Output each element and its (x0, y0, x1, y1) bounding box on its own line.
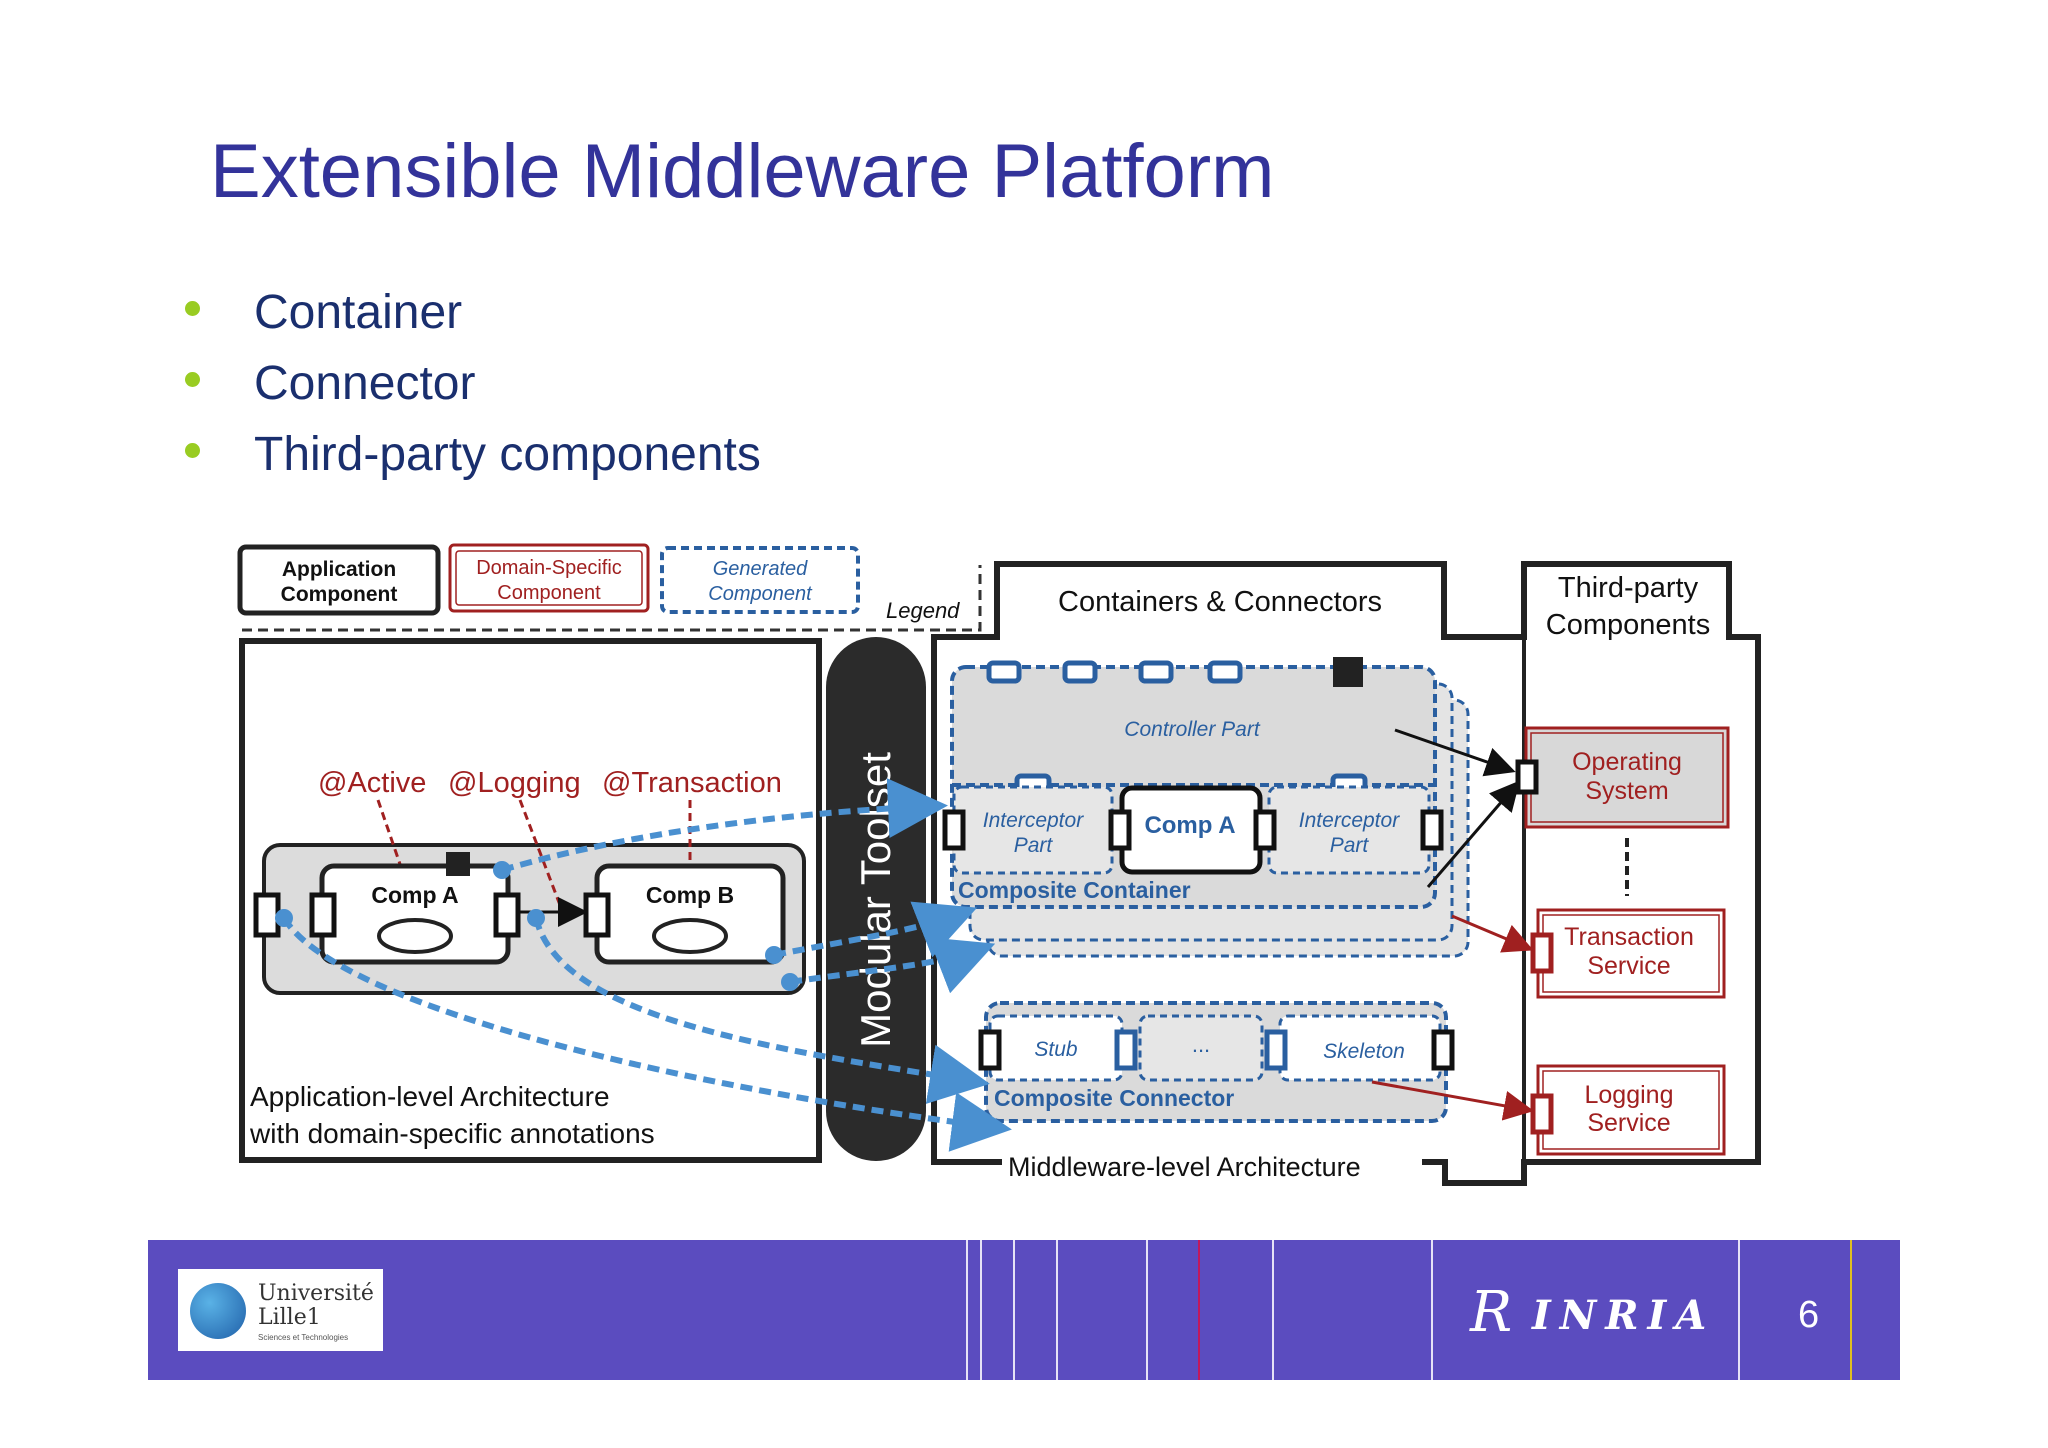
app-comp-a-label: Comp A (371, 882, 458, 908)
app-caption-line2: with domain-specific annotations (249, 1118, 655, 1149)
logging-line2: Service (1587, 1109, 1670, 1137)
university-name: Université (258, 1281, 374, 1306)
composite-connector-label: Composite Connector (994, 1085, 1234, 1111)
third-party-header-line1: Third-party (1558, 572, 1699, 604)
interceptor-right-line2: Part (1330, 834, 1370, 857)
legend-label: Legend (886, 598, 960, 623)
legend-domain-box (448, 543, 650, 613)
modular-toolset: Modular Toolset (826, 637, 926, 1161)
interceptor-right-line1: Interceptor (1299, 809, 1400, 832)
connector-ellipsis: ... (1192, 1032, 1210, 1057)
generation-arrows (281, 778, 1012, 1152)
legend-application-box (237, 544, 441, 616)
os-line2: System (1585, 777, 1668, 805)
third-party-header-line2: Components (1546, 609, 1710, 641)
composite-container-label: Composite Container (958, 877, 1191, 903)
legend-application-line2: Component (281, 583, 398, 606)
bullet-text: Third-party components (254, 428, 761, 481)
composite-container: Controller Part Interceptor Part Interce… (942, 657, 1470, 958)
third-party-components: Operating System Transaction Service Log… (1515, 726, 1730, 1156)
annotation-transaction: @Transaction (602, 767, 782, 799)
universite-lille1-logo: Université Lille1 Sciences et Technologi… (178, 1269, 383, 1351)
composite-connector: Stub ... Skeleton Composite Connector Mi… (978, 1001, 1455, 1182)
transaction-line2: Service (1587, 952, 1670, 980)
skeleton-label: Skeleton (1323, 1040, 1405, 1063)
bullet-text: Container (254, 286, 463, 339)
bullet-dot-icon (185, 372, 200, 387)
inria-mark-icon: R (1470, 1280, 1513, 1345)
app-caption-line1: Application-level Architecture (250, 1081, 610, 1112)
slide-title: Extensible Middleware Platform (210, 129, 1275, 214)
university-campus: Lille1 (258, 1305, 321, 1330)
controller-part-label: Controller Part (1124, 718, 1261, 741)
globe-icon (190, 1283, 246, 1339)
app-comp-b-label: Comp B (646, 882, 734, 908)
footer-bar: Université Lille1 Sciences et Technologi… (148, 1240, 1900, 1380)
application-panel: @Active @Logging @Transaction Comp A Com… (239, 638, 822, 1163)
container-comp-a-label: Comp A (1144, 812, 1235, 839)
legend-generated-line2: Component (708, 583, 813, 605)
legend: Application Component Domain-Specific Co… (237, 543, 982, 632)
transaction-line1: Transaction (1564, 923, 1694, 951)
bullet-dot-icon (185, 301, 200, 316)
bullet-text: Connector (254, 357, 476, 410)
logging-line1: Logging (1585, 1081, 1674, 1109)
inria-logo: R INRIA (1470, 1278, 1706, 1345)
middleware-header: Containers & Connectors (1058, 586, 1382, 618)
annotation-active: @Active (318, 767, 426, 799)
bullet-dot-icon (185, 443, 200, 458)
annotation-logging: @Logging (448, 767, 581, 799)
toolset-label: Modular Toolset (852, 752, 899, 1048)
interceptor-left-line1: Interceptor (983, 809, 1084, 832)
legend-generated-box (660, 546, 860, 614)
interceptor-left-line2: Part (1014, 834, 1054, 857)
middleware-caption: Middleware-level Architecture (1008, 1152, 1361, 1182)
page-number: 6 (1798, 1294, 1820, 1336)
legend-domain-line2: Component (497, 582, 601, 604)
university-subtitle: Sciences et Technologies (258, 1333, 349, 1342)
legend-generated-line1: Generated (713, 558, 808, 580)
inria-wordmark: INRIA (1532, 1292, 1716, 1339)
legend-application-line1: Application (282, 558, 396, 581)
os-line1: Operating (1572, 748, 1682, 776)
legend-domain-line1: Domain-Specific (476, 557, 622, 579)
stub-label: Stub (1034, 1038, 1078, 1061)
